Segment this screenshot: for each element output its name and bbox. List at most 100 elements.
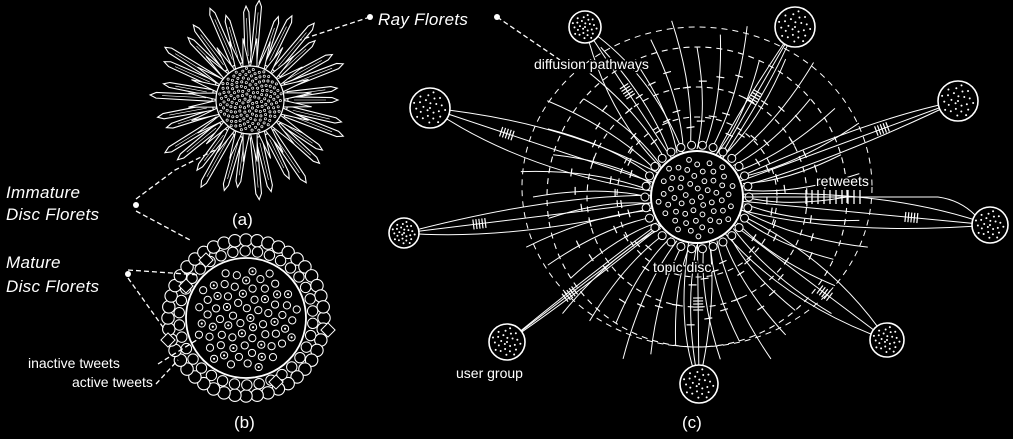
- user-dot: [893, 351, 895, 353]
- mid-floret: [252, 247, 262, 257]
- user-dot: [577, 29, 579, 31]
- user-dot: [989, 220, 991, 222]
- user-dot: [704, 379, 706, 381]
- mid-floret: [240, 246, 250, 256]
- user-dot: [410, 238, 412, 240]
- user-dot: [878, 330, 880, 332]
- mid-floret: [287, 362, 297, 372]
- user-dot: [439, 97, 441, 99]
- user-dot: [587, 19, 589, 21]
- mid-floret: [242, 380, 252, 390]
- user-dot: [413, 102, 415, 104]
- user-dot: [702, 374, 704, 376]
- user-dot: [414, 233, 416, 235]
- user-dot: [587, 14, 589, 16]
- user-dot: [790, 18, 792, 20]
- user-dot: [881, 338, 883, 340]
- user-dot: [409, 234, 411, 236]
- user-dot: [998, 232, 1000, 234]
- tweet-center: [241, 332, 243, 334]
- topic-floret: [645, 172, 653, 180]
- tweet-center: [264, 298, 266, 300]
- user-dot: [405, 239, 407, 241]
- retweet-tick: [683, 87, 691, 88]
- user-dot: [441, 104, 443, 106]
- user-dot: [427, 109, 429, 111]
- retweet-tick: [716, 77, 724, 78]
- user-dot: [948, 104, 950, 106]
- user-dot: [407, 229, 409, 231]
- user-dot: [960, 111, 962, 113]
- topic-floret: [698, 141, 706, 149]
- user-dot: [978, 232, 980, 234]
- mid-floret: [206, 370, 216, 380]
- user-dot: [494, 342, 496, 344]
- user-dot: [587, 34, 589, 36]
- user-dot: [427, 115, 429, 117]
- user-dot: [504, 348, 506, 350]
- leader-line: [136, 211, 190, 240]
- user-dot: [506, 337, 508, 339]
- user-dot: [792, 13, 794, 15]
- tweet-center: [216, 295, 218, 297]
- leader-dot: [367, 14, 373, 20]
- user-dot: [967, 90, 969, 92]
- user-dot: [502, 334, 504, 336]
- user-dot: [701, 368, 703, 370]
- user-dot: [961, 84, 963, 86]
- user-dot: [787, 25, 789, 27]
- user-dot: [698, 379, 700, 381]
- outer-floret: [251, 235, 263, 247]
- diffusion-pathway: [616, 237, 671, 323]
- retweet-coil: [905, 212, 906, 222]
- user-dot: [402, 238, 404, 240]
- outer-floret: [251, 389, 263, 401]
- inactive-tweets-label: inactive tweets: [28, 355, 120, 371]
- user-dot: [794, 26, 796, 28]
- user-dot: [975, 220, 977, 222]
- user-dot: [509, 350, 511, 352]
- user-dot: [781, 35, 783, 37]
- mid-floret: [174, 320, 184, 330]
- user-dot: [587, 30, 589, 32]
- user-dot: [495, 349, 497, 351]
- user-dot: [394, 238, 396, 240]
- user-dot: [893, 342, 895, 344]
- user-dot: [574, 33, 576, 35]
- user-dot: [515, 349, 517, 351]
- tweet-center: [252, 326, 254, 328]
- user-dot: [579, 34, 581, 36]
- retweet-coil: [482, 218, 483, 228]
- mid-floret: [174, 307, 184, 317]
- retweet-tick: [704, 318, 712, 319]
- mid-floret: [254, 379, 264, 389]
- tweet-center: [201, 322, 203, 324]
- retweet-tick: [810, 215, 811, 223]
- user-dot: [433, 91, 435, 93]
- user-dot: [515, 332, 517, 334]
- topic-floret: [688, 245, 696, 253]
- user-dot: [953, 92, 955, 94]
- user-dot: [981, 227, 983, 229]
- user-dot: [889, 326, 891, 328]
- retweet-tick: [589, 219, 591, 227]
- user-dot: [802, 40, 804, 42]
- retweet-tick: [663, 71, 671, 73]
- user-dot: [798, 31, 800, 33]
- tweet-center: [227, 324, 229, 326]
- user-dot: [798, 16, 800, 18]
- topic-floret: [728, 154, 736, 162]
- user-dot: [592, 33, 594, 35]
- user-dot: [878, 342, 880, 344]
- user-dot: [712, 385, 714, 387]
- retweet-tick: [701, 278, 709, 279]
- tweet-center: [242, 293, 244, 295]
- outer-floret: [229, 389, 241, 401]
- user-dot: [988, 237, 990, 239]
- user-dot: [584, 22, 586, 24]
- user-dot: [579, 25, 581, 27]
- user-dot: [689, 387, 691, 389]
- user-dot: [683, 378, 685, 380]
- user-dot: [998, 215, 1000, 217]
- user-dot: [429, 102, 431, 104]
